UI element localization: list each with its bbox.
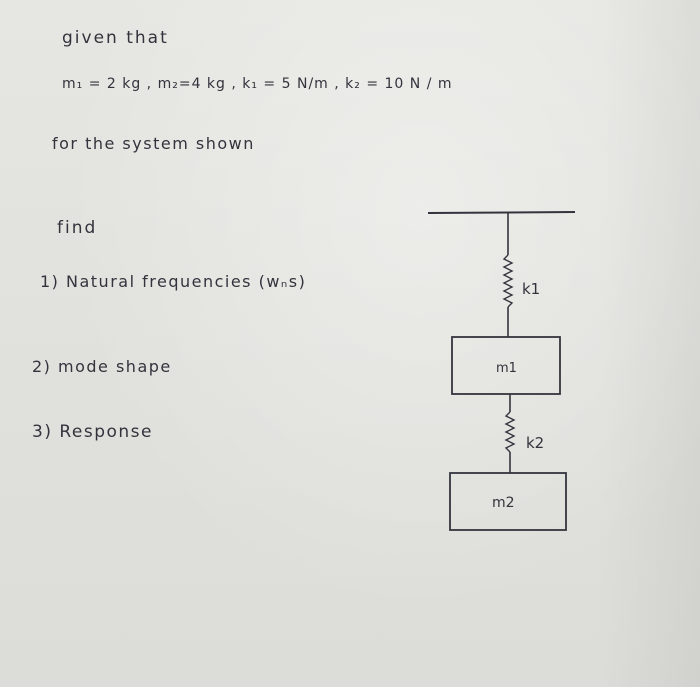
given-parameters: m₁ = 2 kg , m₂=4 kg , k₁ = 5 N/m , k₂ = … — [62, 76, 453, 92]
system-statement: for the system shown — [52, 134, 255, 153]
intro-given: given that — [62, 28, 169, 48]
spring2-coil — [504, 411, 516, 453]
mass1-block — [451, 336, 561, 395]
spring1-label: k1 — [522, 280, 540, 298]
ceiling-support — [427, 211, 576, 214]
task-response: 3) Response — [32, 422, 153, 442]
spring1-coil — [502, 254, 514, 308]
spring-mass-svg: k1 m1 k2 m2 — [427, 211, 576, 531]
mass1-label: m1 — [496, 361, 517, 376]
mass2-label: m2 — [492, 495, 515, 511]
spring-mass-diagram: k1 m1 k2 m2 — [420, 200, 590, 540]
task-natural-frequencies: 1) Natural frequencies (wₙs) — [40, 272, 307, 291]
find-heading: find — [57, 218, 98, 238]
task-mode-shape: 2) mode shape — [32, 357, 172, 376]
spring2-label: k2 — [526, 434, 544, 452]
mass2-block — [449, 472, 567, 531]
